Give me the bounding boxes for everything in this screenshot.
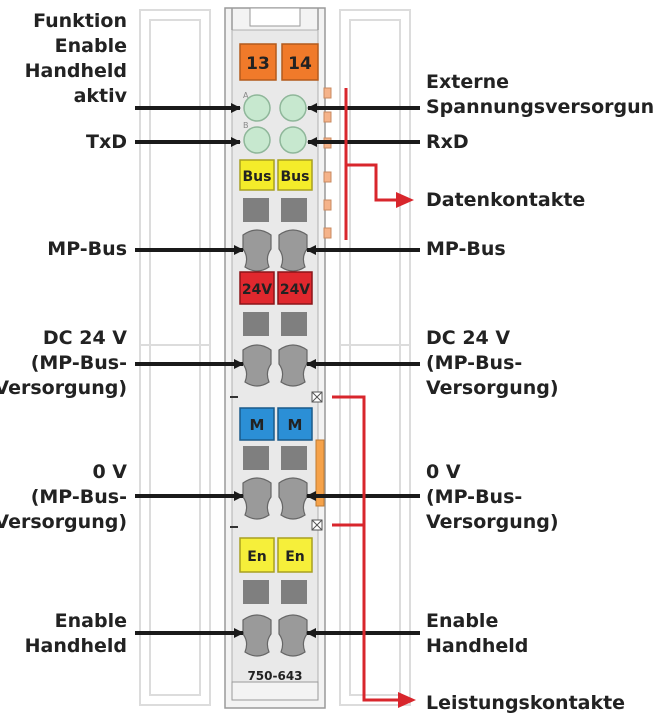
power-jumper-marks — [230, 391, 323, 531]
label-line: (MP-Bus- — [30, 486, 127, 508]
bus-label-1: Bus — [243, 169, 272, 185]
clamp-enable — [242, 614, 308, 657]
dc24v-terminal-block: 24V 24V — [239, 271, 313, 336]
label-line: (MP-Bus- — [30, 352, 127, 374]
enable-terminal-block: En En — [239, 537, 313, 604]
v24-label-2: 24V — [280, 282, 310, 298]
label-line: MP-Bus — [47, 238, 127, 260]
power-contact-strip — [315, 439, 325, 507]
label-line: Leistungskontakte — [426, 692, 626, 714]
label-line: Enable — [54, 35, 127, 57]
terminal-13-14: 13 14 — [239, 43, 319, 81]
bus-terminal-block: Bus Bus — [239, 159, 313, 222]
label-line: Spannungsversorgung — [426, 96, 654, 118]
red-datenkontakte-arrow — [344, 88, 414, 240]
label-line: Externe — [426, 71, 509, 93]
label-line: DC 24 V — [426, 327, 511, 349]
label-line: (MP-Bus- — [426, 486, 523, 508]
left-arrows — [135, 103, 244, 638]
label-line: Versorgung) — [426, 511, 559, 533]
en-label-2: En — [285, 549, 305, 565]
label-line: aktiv — [73, 85, 127, 107]
clamp-0v — [242, 477, 308, 520]
label-rxd: RxD — [426, 130, 469, 155]
label-line: 0 V — [426, 461, 461, 483]
label-line: Handheld — [426, 635, 529, 657]
label-txd: TxD — [86, 130, 127, 155]
label-line: TxD — [86, 131, 127, 153]
en-label-1: En — [247, 549, 267, 565]
label-0v-right: 0 V (MP-Bus- Versorgung) — [426, 460, 559, 535]
label-dc24v-left: DC 24 V (MP-Bus- Versorgung) — [0, 326, 127, 401]
v24-label-1: 24V — [242, 282, 272, 298]
label-funktion-enable-handheld-aktiv: Funktion Enable Handheld aktiv — [25, 9, 127, 109]
label-line: Funktion — [33, 10, 127, 32]
label-mp-bus-left: MP-Bus — [47, 237, 127, 262]
label-line: Datenkontakte — [426, 189, 586, 211]
label-line: Handheld — [24, 635, 127, 657]
label-line: DC 24 V — [42, 327, 127, 349]
label-line: Enable — [426, 610, 499, 632]
led-a-label: A — [243, 91, 249, 100]
m-label-1: M — [250, 416, 265, 434]
label-line: MP-Bus — [426, 238, 506, 260]
label-mp-bus-right: MP-Bus — [426, 237, 506, 262]
status-leds: A B — [243, 91, 307, 154]
red-leistungskontakte-arrow — [332, 395, 416, 708]
label-enable-handheld-left: Enable Handheld — [25, 609, 127, 659]
label-line: Enable — [54, 610, 127, 632]
label-line: RxD — [426, 131, 469, 153]
label-line: Versorgung) — [0, 511, 127, 533]
label-datenkontakte: Datenkontakte — [426, 188, 585, 213]
bus-label-2: Bus — [281, 169, 310, 185]
label-0v-left: 0 V (MP-Bus- Versorgung) — [0, 460, 127, 535]
led-b-label: B — [243, 121, 249, 130]
led-b-left — [243, 126, 271, 154]
terminal-13-label: 13 — [246, 54, 270, 74]
terminal-14-label: 14 — [288, 54, 312, 74]
label-enable-handheld-right: Enable Handheld — [426, 609, 528, 659]
led-a-left — [243, 94, 271, 122]
led-a-right — [279, 94, 307, 122]
led-b-right — [279, 126, 307, 154]
label-line: (MP-Bus- — [426, 352, 523, 374]
ground-terminal-block: M M — [239, 407, 313, 470]
part-number: 750-643 — [247, 669, 302, 683]
housing-outline — [139, 9, 411, 706]
label-line: 0 V — [92, 461, 127, 483]
label-leistungskontakte: Leistungskontakte — [426, 691, 625, 716]
clamp-mp-bus — [242, 229, 308, 272]
clamp-dc24v — [242, 344, 308, 387]
label-externe-spannungsversorgung: Externe Spannungsversorgung — [426, 70, 654, 120]
module-body — [224, 7, 326, 709]
label-line: Versorgung) — [0, 377, 127, 399]
label-line: Handheld — [24, 60, 127, 82]
label-dc24v-right: DC 24 V (MP-Bus- Versorgung) — [426, 326, 559, 401]
label-line: Versorgung) — [426, 377, 559, 399]
m-label-2: M — [288, 416, 303, 434]
